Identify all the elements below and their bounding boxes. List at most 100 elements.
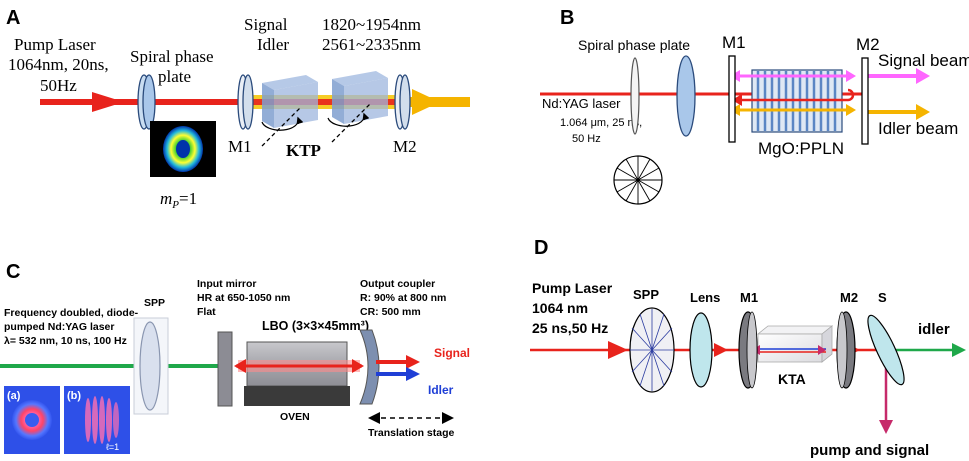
panel-d-idler-label: idler (918, 321, 950, 338)
panel-b-collimate-lens (676, 55, 696, 137)
panel-b-laser-line1: Nd:YAG laser (542, 96, 621, 111)
panel-d-arrow-2 (714, 343, 728, 357)
panel-c-stage-arrow-right (442, 412, 454, 424)
panel-a-idler-range: 2561~2335nm (322, 35, 421, 54)
panel-a-axis-2 (331, 103, 371, 143)
panel-a-spiral-phase-plate (137, 74, 156, 130)
panel-d-s-label: S (878, 290, 887, 305)
panel-a-pump-line2: 1064nm, 20ns, (8, 55, 109, 74)
panel-d-kta-crystal (756, 325, 834, 363)
panel-b-idler-output-arrow (916, 104, 930, 120)
panel-d-pump-signal-arrow (879, 420, 893, 434)
panel-c-output-coupler-line1: Output coupler (360, 278, 435, 290)
panel-a-cavity-pump (246, 99, 406, 105)
panel-a-signal-label: Signal (244, 15, 288, 34)
panel-d-spiral-phase-plate (629, 307, 675, 393)
panel-d-pump-line3: 25 ns,50 Hz (532, 320, 608, 336)
panel-b-signal-beam-label: Signal beam (878, 51, 969, 70)
panel-c: C Frequency doubled, diode- pumped Nd:YA… (0, 261, 470, 454)
panel-c-input-mirror-line2: HR at 650-1050 nm (197, 292, 290, 304)
panel-d-m2-label: M2 (840, 290, 858, 305)
panel-d-lens (689, 312, 713, 388)
panel-c-inset-b-label: (b) (67, 390, 81, 402)
panel-c-crystal-label: LBO (3×3×45mm³) (262, 319, 369, 333)
panel-b-letter: B (560, 7, 574, 29)
panel-b-signal-fwd-arrow (846, 70, 856, 82)
panel-d-pump-signal-label: pump and signal (810, 442, 929, 459)
panel-a-letter: A (6, 7, 20, 29)
panel-a-mirror-m2 (394, 74, 411, 130)
panel-b: B Spiral phase plate M1 M2 Nd:YAG laser … (540, 7, 969, 205)
panel-c-source-line1: Frequency doubled, diode- (4, 307, 139, 319)
panel-b-spiral-phase-plate (630, 57, 640, 135)
panel-a-m1-label: M1 (228, 137, 252, 156)
panel-c-input-mirror (217, 331, 233, 407)
panel-b-mirror-m1 (728, 55, 736, 143)
panel-b-pump-return (740, 88, 855, 102)
panel-d: D Pump Laser 1064 nm 25 ns,50 Hz SPP Len… (530, 237, 966, 459)
panel-a-m2-label: M2 (393, 137, 417, 156)
panel-d-lens-label: Lens (690, 290, 720, 305)
panel-a-axis-1 (261, 107, 301, 147)
panel-d-pump-line2: 1064 nm (532, 300, 588, 316)
panel-c-oven-label: OVEN (280, 411, 310, 423)
panel-c-signal-arrow (406, 355, 420, 369)
panel-c-back-arrow (234, 359, 246, 373)
panel-b-spp-label: Spiral phase plate (578, 37, 690, 53)
panel-a-output-arrow (412, 89, 440, 115)
panel-d-mirror-m1 (738, 311, 758, 389)
panel-c-output-coupler (359, 329, 380, 405)
panel-c-signal-label: Signal (434, 346, 470, 360)
panel-d-crystal-label: KTA (778, 371, 806, 387)
panel-c-inset-b-mode: ℓ=1 (106, 442, 119, 452)
panel-a-pump-arrow (92, 92, 124, 112)
panel-d-spp-label: SPP (633, 287, 659, 302)
panel-a-mirror-m1 (237, 74, 254, 130)
panel-a-spp-line2: plate (158, 67, 191, 86)
panel-a-rotation-arrow-2 (327, 112, 370, 127)
panel-d-letter: D (534, 237, 548, 259)
panel-b-laser-line2: 1.064 μm, 25 ns, (560, 117, 642, 129)
panel-d-m1-label: M1 (740, 290, 758, 305)
panel-d-splitter-s (867, 314, 905, 386)
panel-a-pump-line3: 50Hz (40, 76, 77, 95)
panel-c-stage-label: Translation stage (368, 427, 455, 439)
panel-b-spp-face-icon (613, 155, 663, 205)
panel-c-input-mirror-line1: Input mirror (197, 278, 257, 290)
panel-b-signal-output-arrow (916, 68, 930, 84)
panel-d-pump-line1: Pump Laser (532, 280, 613, 296)
panel-c-inset-b-fringes (85, 396, 119, 444)
panel-a-rotation-arrow-1 (261, 116, 304, 131)
panel-b-idler-beam-label: Idler beam (878, 119, 958, 138)
panel-b-mirror-m2 (861, 57, 869, 145)
panel-c-oven (244, 386, 350, 406)
panel-c-source-line3: λ= 532 nm, 10 ns, 100 Hz (4, 335, 127, 347)
panel-a-pump-line1: Pump Laser (14, 35, 96, 54)
panel-c-source-line2: pumped Nd:YAG laser (4, 321, 114, 333)
panel-a: A Pump Laser 1064nm, 20ns, 50Hz Spiral p… (6, 7, 470, 211)
panel-a-ktp-crystal-1 (262, 75, 318, 128)
panel-b-crystal-label: MgO:PPLN (758, 139, 844, 158)
panel-a-idler-label: Idler (257, 35, 289, 54)
panel-c-output-coupler-line2: R: 90% at 800 nm (360, 292, 446, 304)
panel-c-letter: C (6, 261, 20, 283)
panel-c-idler-label: Idler (428, 383, 454, 397)
panel-c-idler-arrow (406, 367, 420, 381)
panel-d-cavity-fwd-arrow (818, 345, 826, 355)
panel-c-inset-a-core (25, 413, 39, 427)
panel-c-stage-arrow-left (368, 412, 380, 424)
panel-a-mode-label: mP=1 (160, 189, 197, 211)
panel-a-mode-core (176, 140, 190, 158)
panel-c-output-coupler-line3: CR: 500 mm (360, 306, 421, 318)
panel-b-idler-fwd-arrow (846, 104, 856, 116)
panel-a-ktp-crystal-2 (332, 71, 388, 124)
panel-c-input-mirror-line3: Flat (197, 306, 216, 318)
panel-b-m1-label: M1 (722, 33, 746, 52)
panel-c-fwd-arrow (352, 359, 364, 373)
panel-d-mirror-m2 (836, 311, 856, 389)
panel-c-spp-label: SPP (144, 297, 165, 309)
panel-d-idler-arrow (952, 343, 966, 357)
panel-a-signal-range: 1820~1954nm (322, 15, 421, 34)
panel-b-laser-line3: 50 Hz (572, 133, 601, 145)
